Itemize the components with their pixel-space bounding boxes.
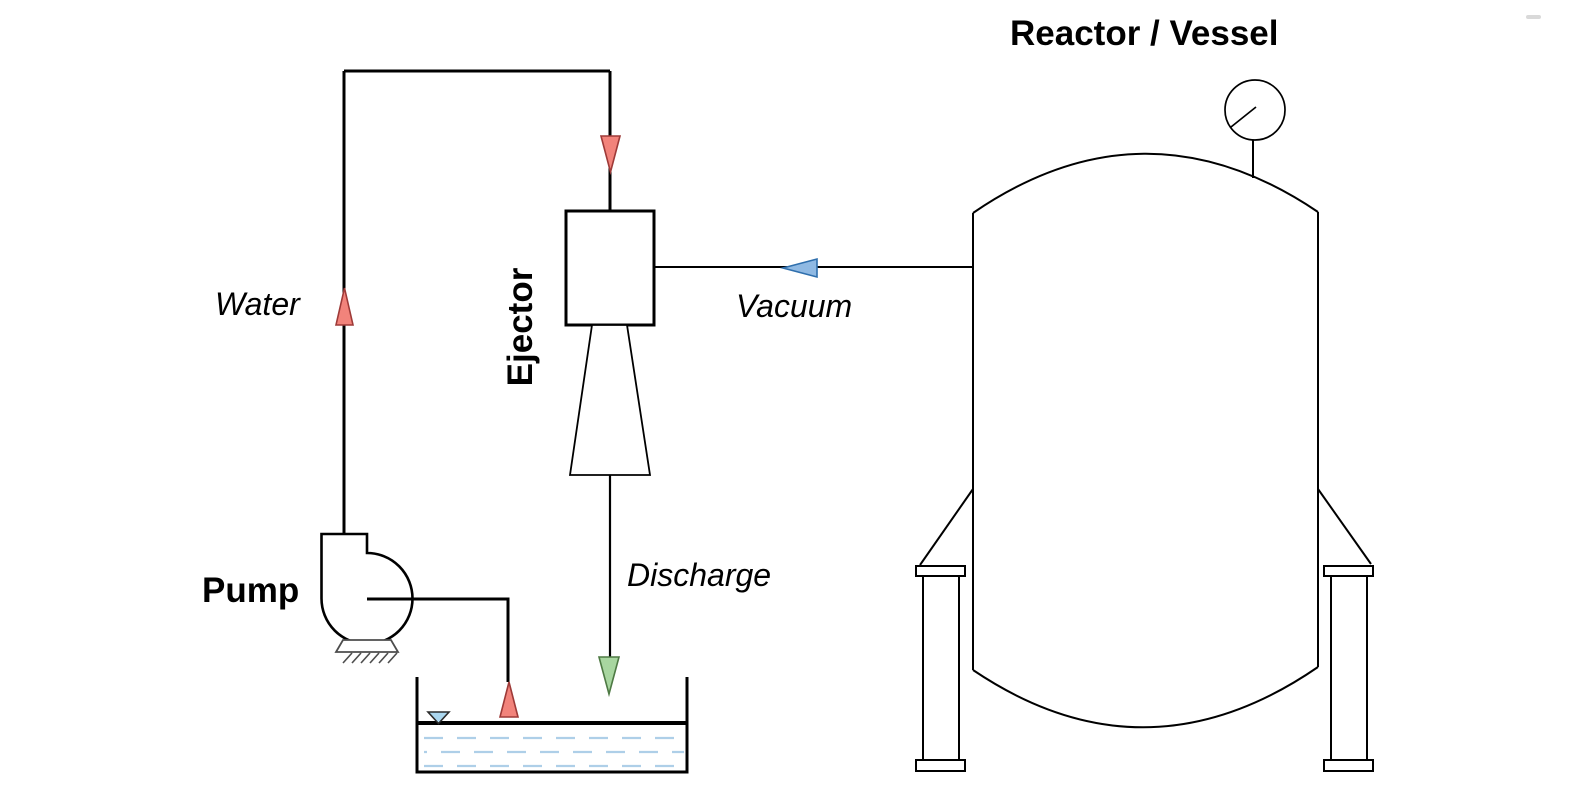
vessel-top-head	[972, 152, 1319, 214]
vessel-right-leg-brace	[1317, 488, 1372, 565]
pipe-pump-suction	[367, 597, 510, 682]
artifact-smudge	[1526, 15, 1541, 19]
ejector-body	[564, 209, 656, 327]
pump-label: Pump	[202, 571, 300, 610]
vacuum-flow-arrow-icon	[779, 257, 818, 279]
reactor-vessel-label: Reactor / Vessel	[1010, 14, 1279, 53]
ejector-diffuser	[568, 324, 652, 476]
vacuum-flow-label: Vacuum	[736, 288, 853, 324]
reactor-vessel-symbol	[915, 79, 1374, 772]
vessel-left-leg	[915, 565, 966, 772]
pump-symbol	[320, 532, 414, 646]
water-tank-symbol	[415, 677, 689, 774]
gauge-dial	[1224, 79, 1286, 141]
vessel-bottom-head	[972, 666, 1319, 729]
vessel-left-leg-brace	[919, 488, 974, 566]
discharge-flow-label: Discharge	[627, 557, 772, 593]
gauge-needle	[1230, 106, 1257, 128]
ejector-motive-inlet-arrow-icon	[599, 135, 622, 176]
discharge-flow-arrow-icon	[597, 656, 621, 698]
pressure-gauge-icon	[1224, 79, 1286, 178]
pump-foot	[334, 639, 400, 653]
pump-suction-arrow-icon	[498, 681, 520, 718]
water-riser-arrow-icon	[334, 287, 355, 326]
water-level-marker-icon	[426, 711, 451, 725]
ejector-label: Ejector	[500, 267, 540, 387]
water-flow-label: Water	[215, 286, 300, 322]
vessel-right-leg	[1323, 565, 1374, 772]
pump-foot-hatching	[342, 652, 398, 664]
